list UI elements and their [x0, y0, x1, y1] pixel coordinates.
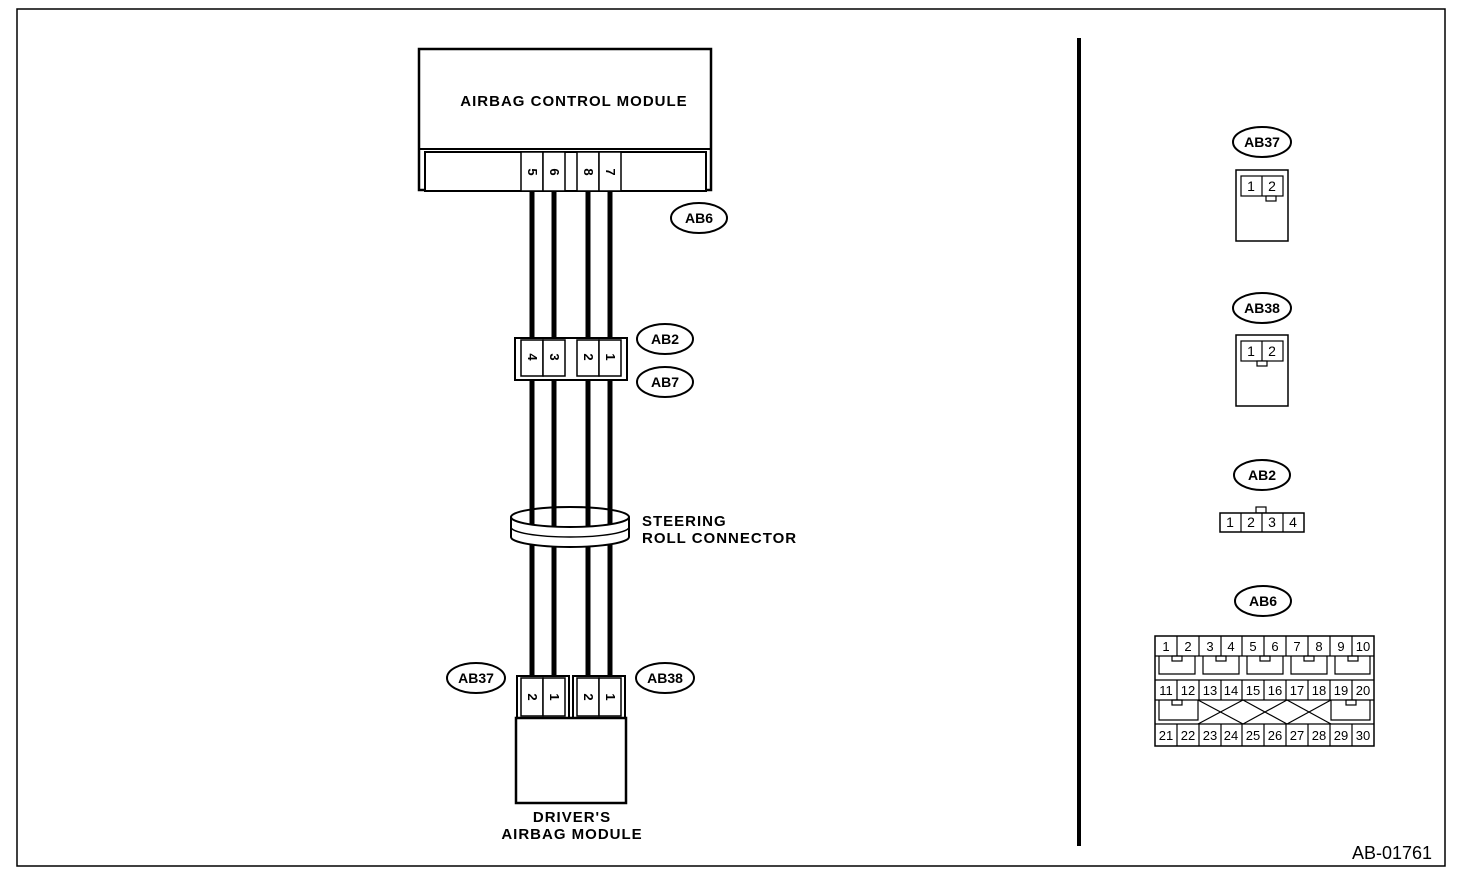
ab6-pin-label: 24 — [1224, 728, 1238, 743]
connector-tag-ab38: AB38 — [635, 662, 695, 694]
module-pin: 6 — [547, 168, 562, 175]
airbag-control-module: AIRBAG CONTROL MODULE 5 6 8 7 — [417, 47, 713, 192]
figure-id: AB-01761 — [1352, 843, 1432, 863]
svg-text:AB2: AB2 — [1248, 467, 1276, 483]
ab6-pin-label: 27 — [1290, 728, 1304, 743]
connector-tag-ab6: AB6 — [670, 202, 728, 234]
svg-text:AB6: AB6 — [685, 210, 713, 226]
ab6-pin-label: 13 — [1203, 683, 1217, 698]
svg-text:AB38: AB38 — [647, 670, 683, 686]
mid-pin: 4 — [525, 353, 540, 361]
ab6-pin-label: 9 — [1337, 639, 1344, 654]
svg-text:AB2: AB2 — [651, 331, 679, 347]
svg-text:AB37: AB37 — [1244, 134, 1280, 150]
ab6-pin-label: 4 — [1227, 639, 1234, 654]
ab6-pin-label: 26 — [1268, 728, 1282, 743]
ab6-pin-label: 2 — [1184, 639, 1191, 654]
ab6-pin-label: 12 — [1181, 683, 1195, 698]
steering-roll-label-1: STEERING — [642, 513, 727, 530]
connector-ab37: 2 1 — [516, 675, 570, 719]
frame-border — [16, 8, 1446, 867]
side-connector-ab2: AB2 1 2 3 4 — [1219, 459, 1305, 533]
ab6-pin-label: 3 — [1206, 639, 1213, 654]
ab6-pin-label: 29 — [1334, 728, 1348, 743]
svg-text:2: 2 — [1268, 178, 1276, 194]
side-connector-ab37: AB37 1 2 — [1232, 126, 1292, 242]
ab6-pin-label: 17 — [1290, 683, 1304, 698]
drivers-airbag-module — [514, 716, 628, 805]
ab6-pin-label: 25 — [1246, 728, 1260, 743]
driver-airbag-label-2: AIRBAG MODULE — [501, 826, 642, 843]
steering-roll-connector — [510, 506, 630, 548]
ab6-pin-label: 23 — [1203, 728, 1217, 743]
ab38-pin: 1 — [603, 693, 618, 700]
svg-text:2: 2 — [1268, 343, 1276, 359]
ab6-pin-label: 6 — [1271, 639, 1278, 654]
ab6-pin-label: 19 — [1334, 683, 1348, 698]
steering-roll-label-2: ROLL CONNECTOR — [642, 530, 797, 547]
module-label: AIRBAG CONTROL MODULE — [460, 93, 687, 110]
module-pin: 7 — [603, 168, 618, 175]
module-pin: 8 — [581, 168, 596, 175]
ab37-pin: 1 — [547, 693, 562, 700]
ab6-pin-label: 5 — [1249, 639, 1256, 654]
svg-text:AB37: AB37 — [458, 670, 494, 686]
ab6-pin-label: 21 — [1159, 728, 1173, 743]
svg-text:2: 2 — [1247, 514, 1255, 530]
ab6-pin-label: 30 — [1356, 728, 1370, 743]
mid-pin: 3 — [547, 353, 562, 360]
module-pin: 5 — [525, 168, 540, 175]
connector-tag-ab37: AB37 — [446, 662, 506, 694]
connector-ab38: 2 1 — [572, 675, 626, 719]
ab6-pin-label: 20 — [1356, 683, 1370, 698]
ab6-pin-label: 7 — [1293, 639, 1300, 654]
side-connector-ab38: AB38 1 2 — [1232, 292, 1292, 407]
svg-text:3: 3 — [1268, 514, 1276, 530]
mid-pin: 1 — [603, 353, 618, 360]
mid-pin: 2 — [581, 353, 596, 360]
ab6-pin-label: 28 — [1312, 728, 1326, 743]
ab6-pin-label: 11 — [1159, 683, 1173, 698]
ab37-pin: 2 — [525, 693, 540, 700]
svg-text:1: 1 — [1247, 178, 1255, 194]
ab6-pin-label: 8 — [1315, 639, 1322, 654]
svg-text:AB7: AB7 — [651, 374, 679, 390]
ab6-pin-label: 14 — [1224, 683, 1238, 698]
side-connector-ab6: AB6 — [1154, 585, 1375, 747]
svg-text:AB6: AB6 — [1249, 593, 1277, 609]
connector-tag-ab2: AB2 — [636, 323, 694, 355]
connector-tag-ab7: AB7 — [636, 366, 694, 398]
ab6-pin-label: 22 — [1181, 728, 1195, 743]
connector-ab2-ab7: 4 3 2 1 — [514, 337, 628, 381]
ab6-pin-label: 10 — [1356, 639, 1370, 654]
ab38-pin: 2 — [581, 693, 596, 700]
svg-text:1: 1 — [1226, 514, 1234, 530]
ab6-pin-label: 16 — [1268, 683, 1282, 698]
driver-airbag-label-1: DRIVER'S — [533, 809, 611, 826]
ab6-pin-label: 18 — [1312, 683, 1326, 698]
svg-text:4: 4 — [1289, 514, 1297, 530]
svg-text:AB38: AB38 — [1244, 300, 1280, 316]
harness-wires — [529, 191, 613, 679]
svg-text:1: 1 — [1247, 343, 1255, 359]
ab6-pin-label: 1 — [1162, 639, 1169, 654]
ab6-pin-label: 15 — [1246, 683, 1260, 698]
